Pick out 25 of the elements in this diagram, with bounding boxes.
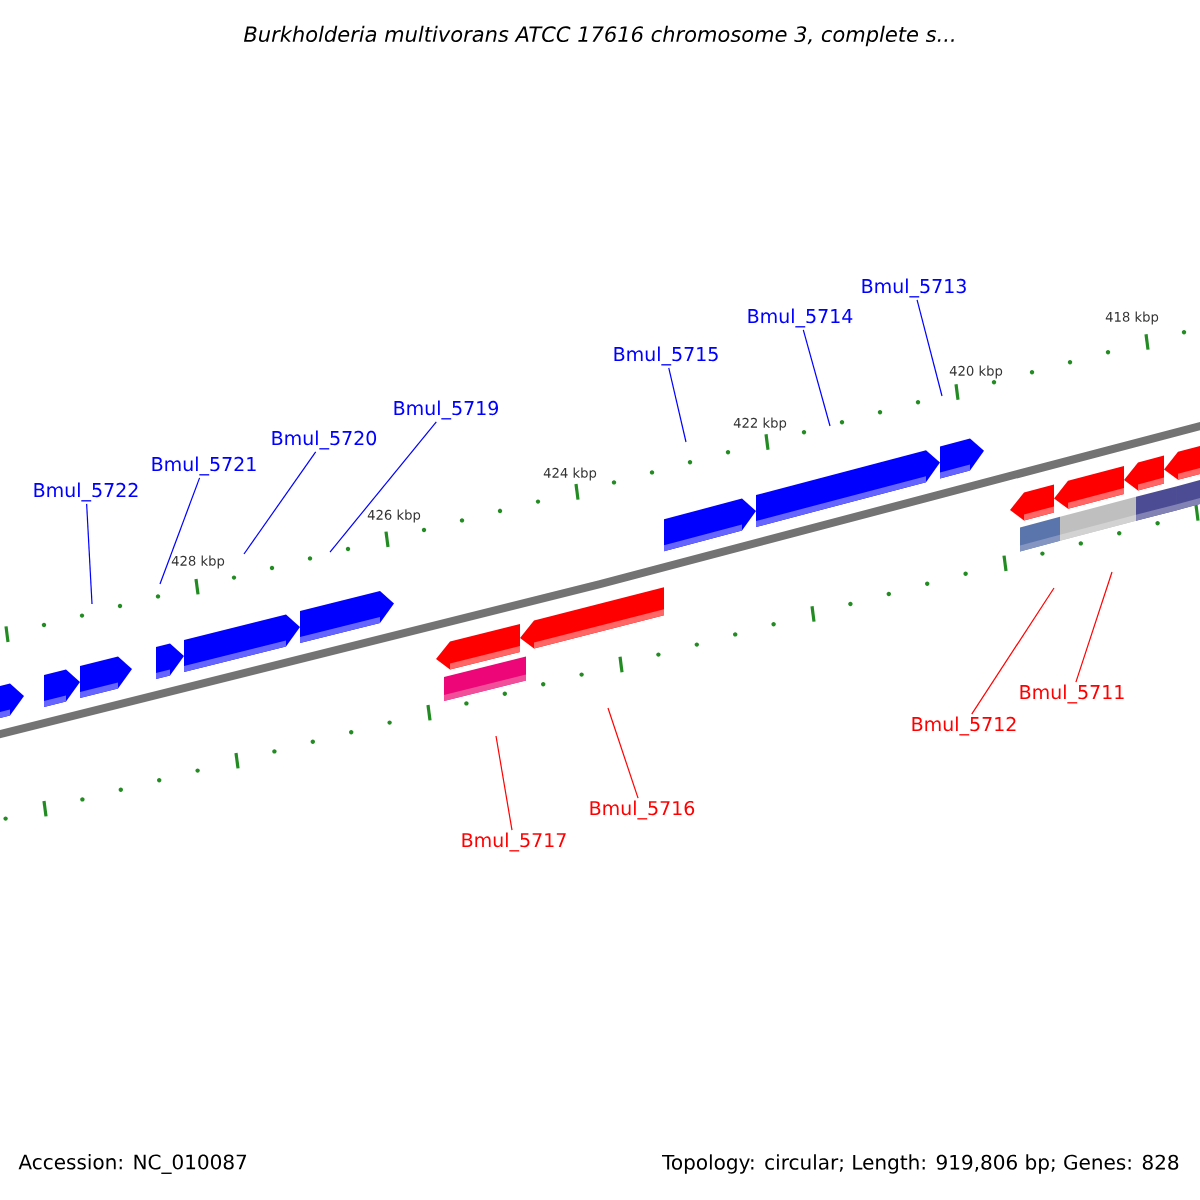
gene-label: Bmul_5722 — [34, 482, 138, 502]
footer-text: Topology: circular; Length: 919,806 bp; Genes: 828 — [662, 1154, 1179, 1174]
leader-line — [1075, 571, 1113, 683]
gene-label: Bmul_5715 — [614, 346, 718, 366]
leader-line — [802, 329, 831, 427]
gene-label: Bmul_5714 — [748, 308, 853, 328]
gene-label: Bmul_5716 — [590, 800, 695, 820]
leader-line — [243, 451, 317, 555]
leader-line — [329, 421, 437, 553]
leader-line — [159, 477, 201, 585]
leader-line — [86, 503, 93, 605]
title: Burkholderia multivorans ATCC 17616 chromosome 3, complete s... — [243, 25, 954, 47]
gene-label: Bmul_5717 — [462, 832, 566, 852]
gene-label: Bmul_5712 — [912, 716, 1016, 736]
leader-line — [916, 299, 943, 397]
footer-text: Accession: NC_010087 — [18, 1154, 247, 1174]
leader-line — [668, 367, 687, 443]
gene-label: Bmul_5713 — [862, 278, 966, 298]
gene-label: Bmul_5720 — [272, 430, 377, 450]
leader-line — [607, 707, 639, 799]
leader-line — [971, 587, 1055, 715]
gene-label: Bmul_5711 — [1020, 684, 1124, 704]
gene-label: Bmul_5721 — [152, 456, 256, 476]
leader-line — [495, 735, 513, 831]
gene-label: Bmul_5719 — [394, 400, 498, 420]
